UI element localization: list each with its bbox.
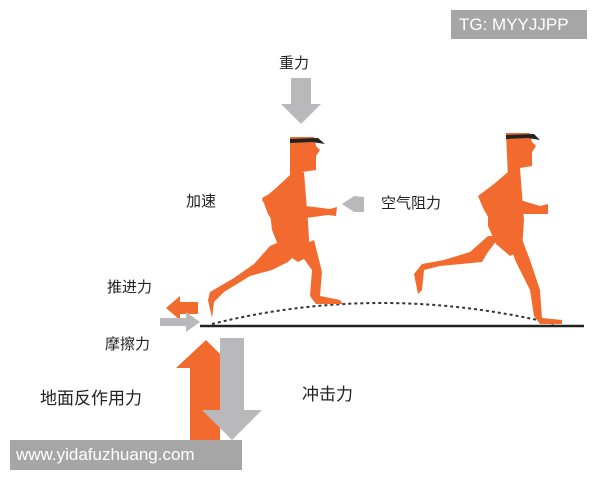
air-resistance-arrow-icon (342, 196, 364, 212)
watermark-bottom: www.yidafuzhuang.com (10, 440, 242, 470)
label-propulsion: 推进力 (107, 278, 153, 296)
runner-2-figure (414, 133, 562, 324)
label-air-resistance: 空气阻力 (381, 194, 442, 212)
label-friction: 摩擦力 (105, 335, 151, 353)
runner-1-figure (208, 137, 343, 318)
gravity-arrow-icon (281, 78, 321, 124)
label-gravity: 重力 (279, 54, 310, 72)
trajectory-dotted-arc (211, 302, 556, 325)
propulsion-arrow-icon (166, 296, 198, 320)
friction-arrow-icon (160, 312, 200, 332)
watermark-top: TG: MYYJJPP (451, 10, 587, 39)
label-ground-reaction: 地面反作用力 (40, 389, 142, 409)
label-acceleration: 加速 (186, 192, 217, 210)
impact-arrow-icon (202, 338, 262, 440)
label-impact: 冲击力 (302, 385, 353, 405)
